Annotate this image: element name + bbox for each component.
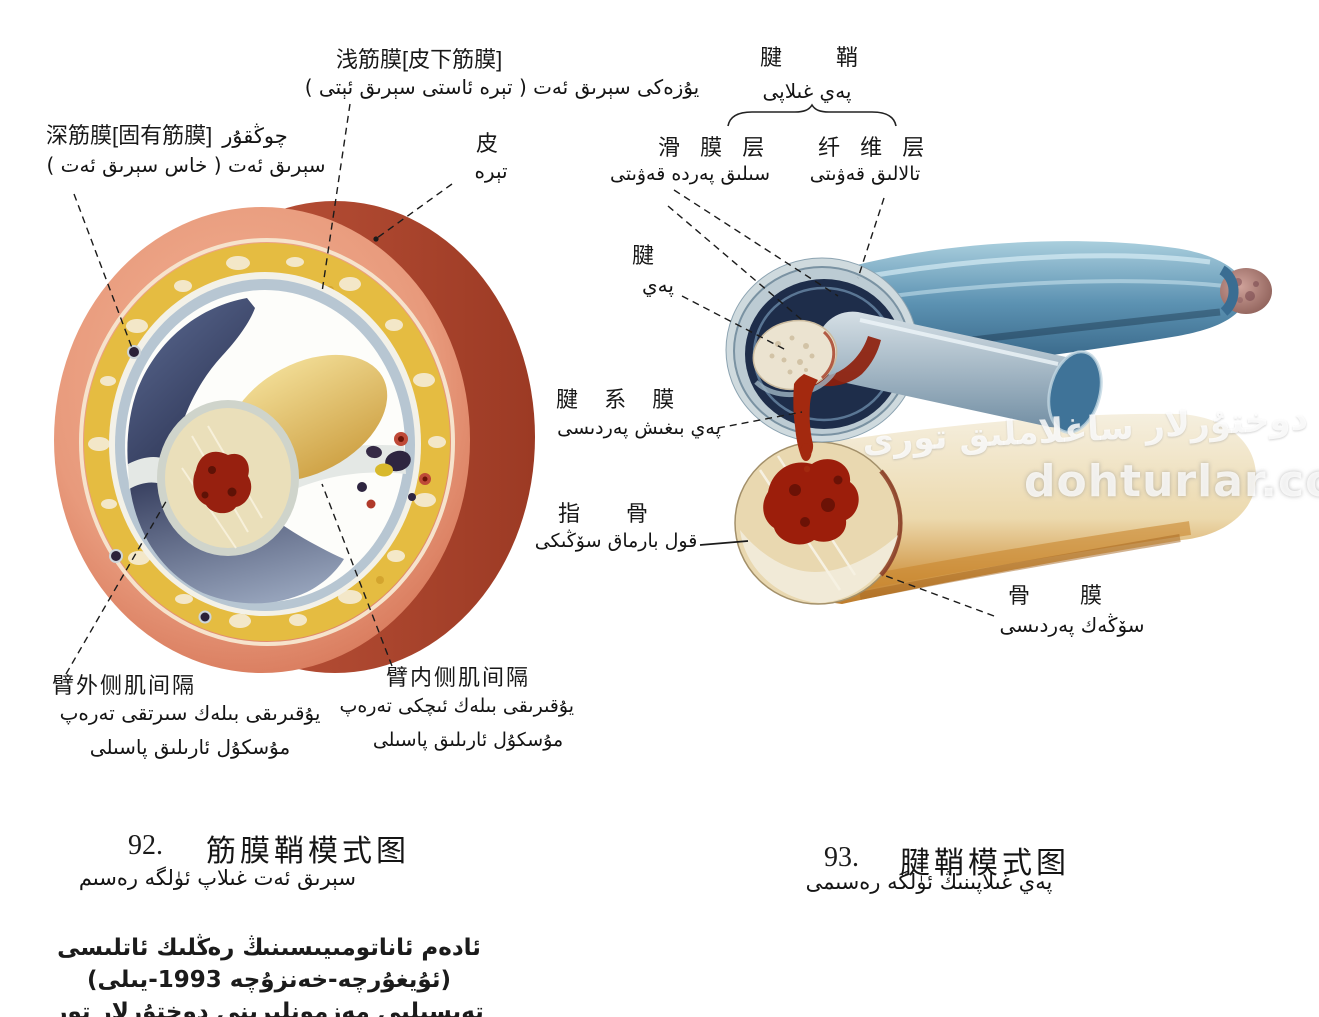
label-synovial-layer-ug: سىلىق پەردە قەۋىتى — [610, 163, 770, 185]
leader-mesotendon — [717, 411, 803, 429]
leader-synovial-b — [667, 205, 803, 321]
synovial-red-lining — [806, 336, 881, 387]
leader-skin-dot — [373, 236, 379, 242]
fascia-vessel-dots — [109, 345, 212, 624]
phalanx-cut-face — [734, 441, 903, 605]
fig92-title-zh: 筋膜鞘模式图 — [206, 835, 410, 868]
fat-speckles — [88, 256, 446, 628]
leader-tendon — [681, 295, 787, 351]
label-deep-fascia-ug: سېرىق ئەت ( خاس سېرىق ئەت ) — [46, 153, 326, 177]
fig92-number: 92. — [128, 830, 163, 861]
label-fibrous-layer-ug: تالالىق قەۋىتى — [809, 163, 921, 185]
label-periosteum-zh: 骨 膜 — [1008, 583, 1117, 608]
label-mesotendon-ug: پەي بىغىش پەردىسى — [557, 417, 721, 439]
label-deep-fascia: 深筋膜[固有筋膜] چوڭقۇر — [46, 123, 288, 148]
leader-fibrous — [857, 197, 885, 279]
leader-deep-fascia — [73, 193, 133, 349]
credit-line2: تەپسىلىي مەزمونلىرىنى دوختۇرلار تور بېكى… — [54, 999, 484, 1017]
label-tendon-zh: 腱 — [632, 243, 655, 268]
watermark-domain: dohturlar.com — [1024, 456, 1319, 507]
leader-superficial-fascia — [321, 103, 351, 293]
leader-medial-septum — [321, 483, 393, 667]
bone-cross-section — [157, 400, 299, 556]
label-tendon-sheath-ug: پەي غىلاپى — [762, 79, 852, 103]
leader-skin — [376, 183, 453, 239]
tendon-sheath-illustration — [725, 241, 1272, 605]
label-superficial-fascia-ug: يۇزەكى سېرىق ئەت ( تېرە ئاستى سېرىق ئېتى… — [304, 75, 700, 99]
label-tendon-sheath-zh: 腱 鞘 — [760, 45, 875, 70]
label-mesotendon-zh: 腱 系 膜 — [556, 387, 685, 412]
tendon-sheath-brace — [727, 103, 897, 127]
neurovascular-bundle — [357, 432, 431, 509]
fig93-title-ug: پەي غىلاپىنىڭ ئۈلگە رەسىمى — [805, 870, 1053, 894]
label-medial-septum-zh: 臂内侧肌间隔 — [386, 665, 531, 690]
label-superficial-fascia-zh: 浅筋膜[皮下筋膜] — [336, 47, 503, 72]
tendon-tip — [1218, 265, 1272, 316]
label-medial-septum-ug1: يۇقىرىقى بىلەك ئىچكى تەرەپ — [339, 695, 574, 717]
muscle-compartment-upper — [127, 298, 255, 475]
mesotendon-red — [793, 374, 818, 473]
tendon-rod — [816, 311, 1103, 434]
label-phalanx-zh: 指 骨 — [558, 501, 661, 526]
leader-lines — [65, 103, 995, 675]
label-lateral-septum-zh: 臂外侧肌间隔 — [52, 673, 197, 698]
label-deep-fascia-ug-inline: چوڭقۇر — [222, 124, 288, 148]
fig93-title-zh: 腱鞘模式图 — [900, 847, 1070, 880]
leader-phalanx — [699, 540, 749, 546]
label-fibrous-layer-zh: 纤 维 层 — [818, 135, 932, 160]
label-lateral-septum-ug2: مۇسكۇل ئارىلىق پاسىلى — [89, 735, 291, 759]
label-lateral-septum-ug1: يۇقىرىقى بىلەك سىرتقى تەرەپ — [59, 701, 321, 725]
fascia-cross-section-illustration — [54, 201, 535, 673]
credit-block: ئادەم ئاناتومىيىسىنىڭ رەڭلىك ئاتلىسى (ئۇ… — [24, 932, 514, 1017]
fig93-number: 93. — [824, 842, 859, 873]
label-skin-ug: تېرە — [474, 159, 508, 183]
label-phalanx-ug: قول بارماق سۆڭىكى — [534, 530, 698, 552]
label-periosteum-ug: سۆڭەك پەردىسى — [999, 613, 1145, 637]
label-deep-fascia-zh: 深筋膜[固有筋膜] — [46, 123, 213, 148]
credit-line1: ئادەم ئاناتومىيىسىنىڭ رەڭلىك ئاتلىسى (ئۇ… — [57, 935, 481, 994]
label-skin-zh: 皮 — [476, 131, 499, 156]
leader-synovial-a — [673, 189, 839, 297]
label-tendon-ug: پەي — [642, 273, 674, 297]
label-synovial-layer-zh: 滑 膜 层 — [658, 135, 772, 160]
fig92-title-ug: سېرىق ئەت غىلاپ ئۈلگە رەسىم — [78, 866, 356, 890]
label-medial-septum-ug2: مۇسكۇل ئارىلىق پاسىلى — [372, 729, 564, 751]
leader-lateral-septum — [65, 497, 169, 675]
